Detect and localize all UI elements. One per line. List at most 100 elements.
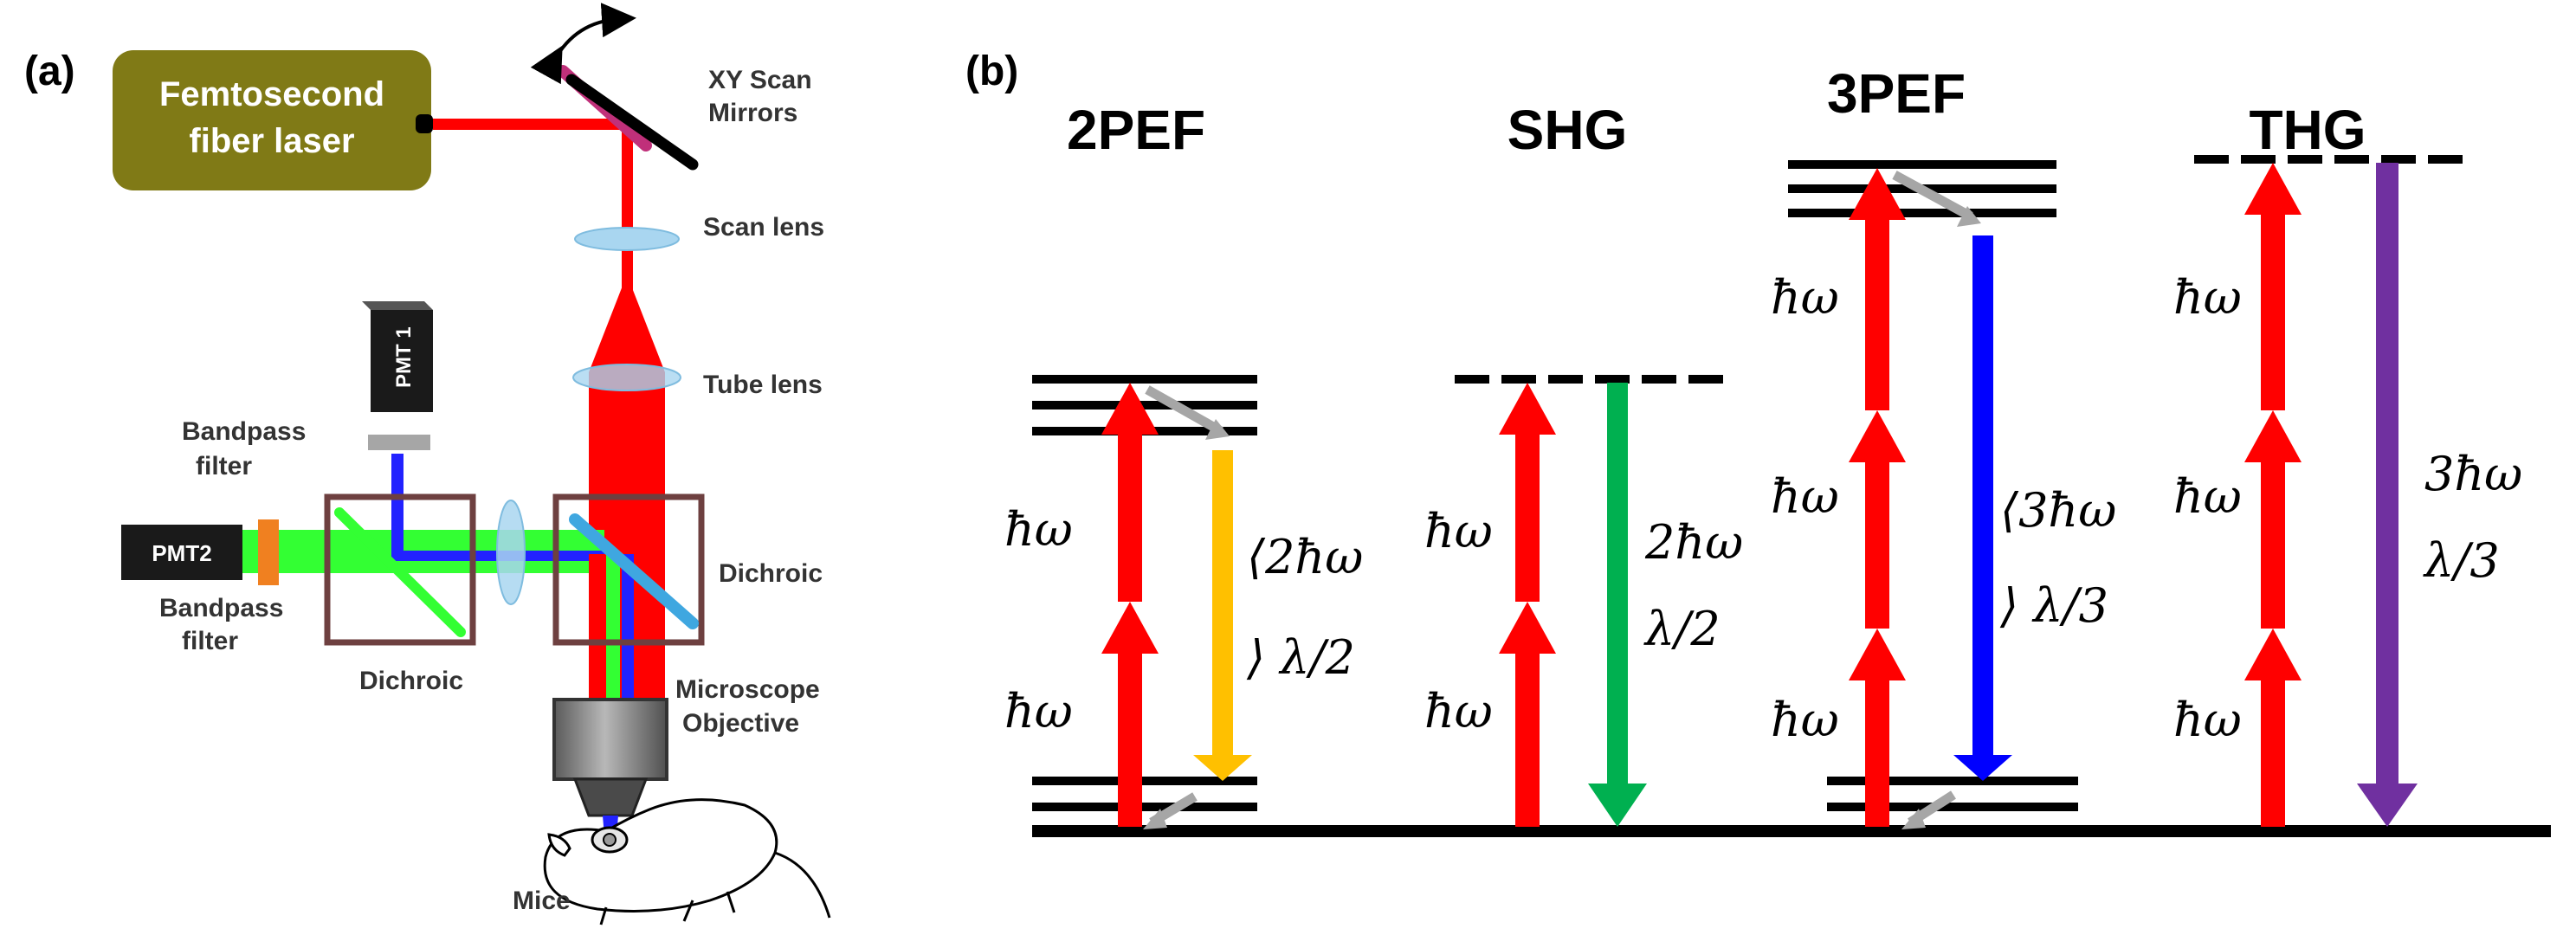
xy-scan-label-line2: Mirrors xyxy=(708,99,797,127)
excitation-arrow-3pef-1 xyxy=(1849,629,1906,827)
bandpass-filter-top xyxy=(368,435,430,450)
dichroic-right-mirror xyxy=(569,513,699,629)
panel-b-label: (b) xyxy=(965,48,1018,94)
laser-beam-horizontal xyxy=(433,119,632,130)
label-shg-arrow-1: ħω xyxy=(1424,684,1493,738)
dichroic-left-label: Dichroic xyxy=(359,667,463,695)
dichroic-left-frame xyxy=(324,493,476,646)
objective-label-line2: Objective xyxy=(682,709,799,738)
emission-arrow-thg xyxy=(2357,163,2418,827)
label-3pef-arrow-1: ħω xyxy=(1771,693,1839,747)
green-beam-vertical xyxy=(606,554,620,701)
relaxation-arrow-3pef-top xyxy=(1892,171,1973,221)
laser-label-line2: fiber laser xyxy=(189,122,354,160)
title-3pef: 3PEF xyxy=(1827,62,1966,125)
scan-mirror-x xyxy=(565,74,699,171)
label-3pef-arrow-2: ħω xyxy=(1771,469,1839,524)
rotation-arrow-icon xyxy=(530,3,636,85)
tube-lens-label: Tube lens xyxy=(703,371,823,399)
mouse-cranial-window xyxy=(603,833,617,847)
process-3pef: 3PEF ħω ħω ħω ⟨3ħω ⟩ λ/3 xyxy=(1771,62,2116,829)
label-thg-emission-2: λ/3 xyxy=(2423,533,2500,588)
laser-output-port xyxy=(416,114,433,133)
laser-beam-vertical xyxy=(622,119,633,292)
pmt2-label: PMT2 xyxy=(152,540,211,566)
mouse-legs xyxy=(599,891,736,925)
label-shg-arrow-2: ħω xyxy=(1424,504,1493,558)
label-3pef-emission-1: ⟨3ħω xyxy=(2000,483,2116,538)
blue-beam-to-pmt1 xyxy=(391,454,404,561)
label-2pef-emission-1: ⟨2ħω xyxy=(1247,530,1363,584)
process-2pef: 2PEF ħω ħω ⟨2ħω ⟩ λ/2 xyxy=(1004,99,1363,829)
excitation-arrow-thg-1 xyxy=(2244,629,2302,827)
label-2pef-arrow-1: ħω xyxy=(1004,684,1073,738)
dichroic-right-frame xyxy=(552,493,705,646)
pmt1-top xyxy=(362,301,433,310)
process-thg: THG ħω ħω ħω 3ħω λ/3 xyxy=(2173,99,2522,827)
mouse-body xyxy=(543,798,778,913)
relaxation-head-3pef-top xyxy=(1957,206,1981,227)
excitation-arrow-3pef-3 xyxy=(1849,168,1906,410)
label-2pef-arrow-2: ħω xyxy=(1004,502,1073,557)
bandpass-filter-bottom xyxy=(258,519,279,585)
excitation-arrow-shg-2 xyxy=(1499,383,1556,602)
pmt1-body xyxy=(371,310,433,412)
process-shg: SHG ħω ħω 2ħω λ/2 xyxy=(1424,99,1743,827)
pmt1: PMT 1 xyxy=(362,301,433,412)
emission-arrow-3pef xyxy=(1953,235,2012,781)
objective-tip xyxy=(572,777,649,817)
dichroic-left-mirror xyxy=(334,507,466,637)
excitation-arrow-shg-1 xyxy=(1499,602,1556,827)
xy-scan-mirrors: XY Scan Mirrors xyxy=(530,3,812,171)
pmt2: PMT2 xyxy=(121,525,242,580)
excitation-arrow-thg-2 xyxy=(2244,410,2302,629)
label-shg-emission-1: 2ħω xyxy=(1644,515,1743,570)
label-thg-arrow-3: ħω xyxy=(2173,270,2242,325)
title-thg: THG xyxy=(2249,99,2366,161)
mouse-ear xyxy=(547,833,571,857)
dichroic-right-label: Dichroic xyxy=(719,559,823,588)
relaxation-head-2pef-top xyxy=(1205,419,1230,440)
expanded-beam xyxy=(589,286,665,578)
laser-box xyxy=(113,50,431,190)
bandpass-top-line2: filter xyxy=(196,452,252,480)
laser-label-line1: Femtosecond xyxy=(159,75,384,113)
panel-a-label: (a) xyxy=(24,48,75,94)
excitation-arrow-2pef-1 xyxy=(1101,602,1159,827)
label-2pef-emission-2: ⟩ λ/2 xyxy=(1246,630,1355,685)
mouse-illustration xyxy=(543,798,831,925)
xy-scan-label-line1: XY Scan xyxy=(708,66,812,94)
microscope-objective: Microscope Objective xyxy=(552,675,820,836)
scan-lens-icon xyxy=(574,227,680,251)
bandpass-top-line1: Bandpass xyxy=(182,417,306,446)
scan-lens-label: Scan lens xyxy=(703,213,824,242)
objective-label-line1: Microscope xyxy=(675,675,820,704)
panel-b: (b) 2PEF ħω ħω ⟨2ħω ⟩ λ/2 SHG xyxy=(965,48,2551,837)
label-3pef-emission-2: ⟩ λ/3 xyxy=(1999,578,2108,633)
relay-lens-icon xyxy=(496,500,526,605)
pmt1-label: PMT 1 xyxy=(392,326,416,388)
bandpass-bottom-line1: Bandpass xyxy=(159,594,283,622)
emission-arrow-shg xyxy=(1588,383,1647,827)
excitation-arrow-2pef-2 xyxy=(1101,383,1159,602)
pmt2-body xyxy=(121,525,242,580)
label-3pef-arrow-3: ħω xyxy=(1771,270,1839,325)
label-thg-arrow-2: ħω xyxy=(2173,469,2242,524)
excitation-arrow-thg-3 xyxy=(2244,163,2302,410)
relaxation-head-3pef-bottom xyxy=(1901,809,1926,829)
objective-body xyxy=(552,698,668,781)
mouse-tail xyxy=(774,851,831,919)
title-2pef: 2PEF xyxy=(1067,99,1205,161)
tube-lens-icon xyxy=(572,364,681,391)
relaxation-head-2pef-bottom xyxy=(1143,809,1167,829)
excitation-arrow-3pef-2 xyxy=(1849,410,1906,629)
relaxation-arrow-2pef-top xyxy=(1145,385,1223,435)
label-shg-emission-2: λ/2 xyxy=(1643,602,1721,656)
title-shg: SHG xyxy=(1508,99,1628,161)
panel-a: (a) Femtosecond fiber laser XY Scan Mirr… xyxy=(24,3,831,925)
emission-arrow-2pef xyxy=(1193,450,1252,781)
mice-label: Mice xyxy=(513,887,571,915)
bandpass-bottom-line2: filter xyxy=(182,627,238,655)
blue-beam-vertical xyxy=(622,554,634,701)
